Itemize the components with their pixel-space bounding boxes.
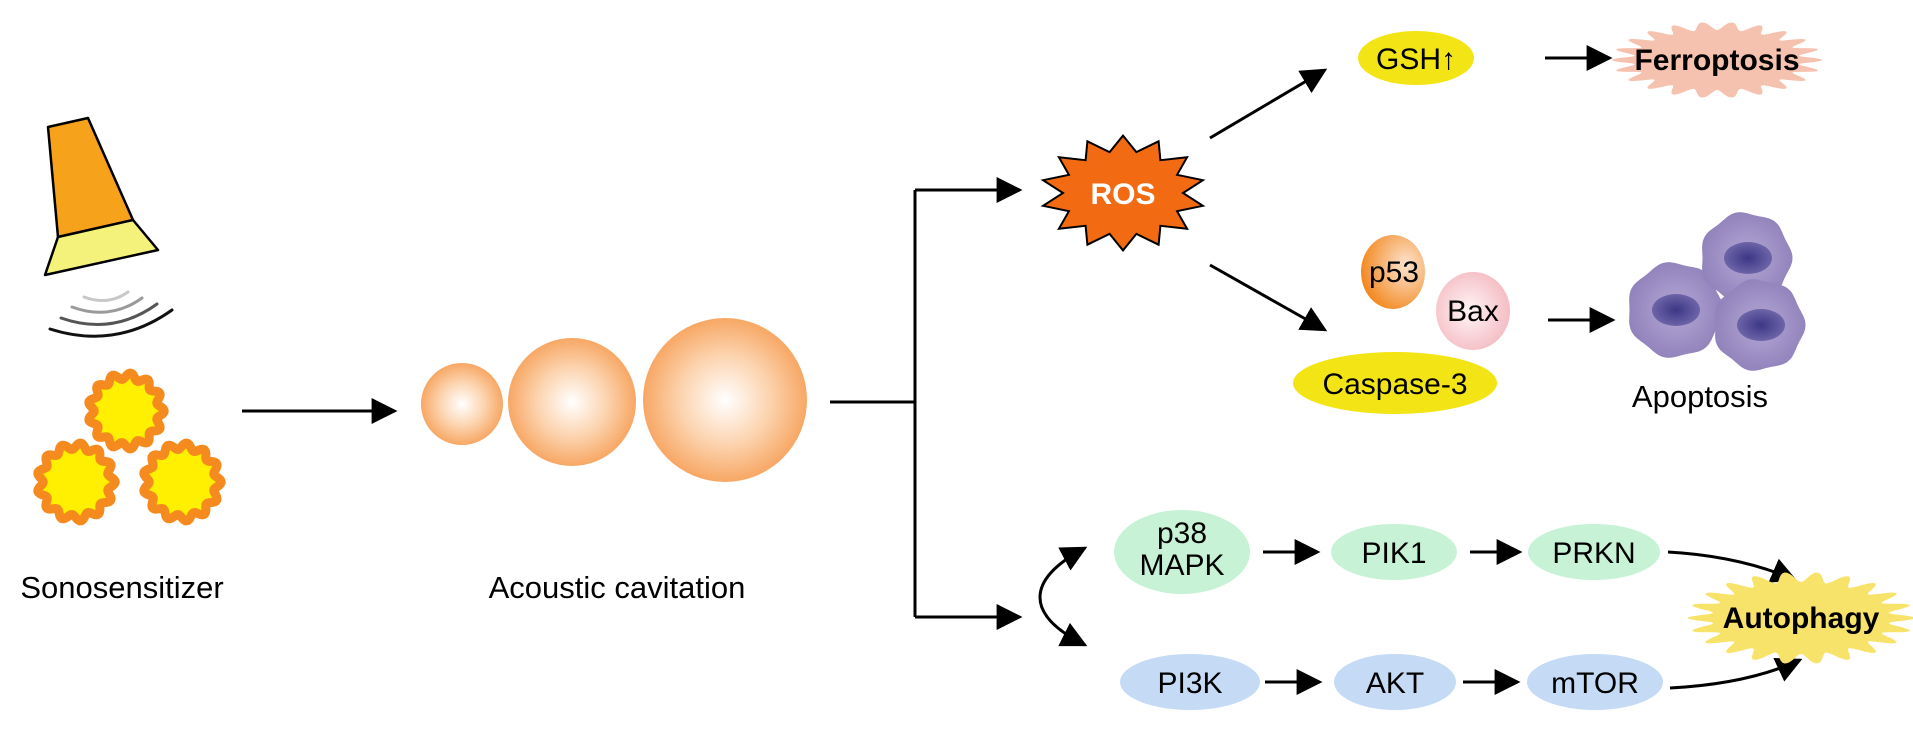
autophagy-node xyxy=(1687,572,1913,664)
sonosensitizer-particle-icon xyxy=(33,438,120,526)
akt-label: AKT xyxy=(1366,667,1424,700)
pi3k-label: PI3K xyxy=(1157,667,1222,700)
ferroptosis-node xyxy=(1611,22,1823,98)
acoustic-cavitation-label: Acoustic cavitation xyxy=(489,570,746,605)
caspase3-node xyxy=(1293,352,1497,414)
gsh-label: GSH↑ xyxy=(1376,43,1456,76)
cavitation-bubble-icon xyxy=(421,363,503,445)
sonosensitizer-particles xyxy=(33,368,226,526)
caspase3-label: Caspase-3 xyxy=(1322,368,1467,401)
arrow-mtor-to-autophagy xyxy=(1669,657,1803,690)
arrow-ros-to-apoptosis-factors xyxy=(1209,263,1328,332)
cavitation-bubble-icon xyxy=(643,318,807,482)
bax-node xyxy=(1436,272,1510,350)
apoptotic-cells xyxy=(1629,212,1806,371)
p38-label: p38 xyxy=(1157,517,1207,550)
ferroptosis-label: Ferroptosis xyxy=(1634,44,1799,77)
prkn-node xyxy=(1528,524,1660,580)
p53-label: p53 xyxy=(1369,256,1419,289)
branch-connector xyxy=(830,177,1023,630)
apoptosis-label: Apoptosis xyxy=(1632,379,1768,414)
cavitation-bubbles xyxy=(421,318,807,482)
sonosensitizer-particle-icon xyxy=(84,368,169,454)
arrow-prkn-to-autophagy xyxy=(1667,550,1798,583)
gsh-node xyxy=(1358,31,1474,85)
pi3k-node xyxy=(1120,654,1260,710)
ros-label: ROS xyxy=(1090,178,1155,211)
ultrasound-probe-icon xyxy=(43,116,160,277)
apoptotic-cell-icon xyxy=(1629,262,1724,358)
ros-burst-icon xyxy=(1040,134,1206,252)
bidirectional-arrow xyxy=(1038,546,1088,647)
sonosensitizer-label: Sonosensitizer xyxy=(20,570,223,605)
bax-label: Bax xyxy=(1447,295,1499,328)
p53-node xyxy=(1361,235,1425,309)
mtor-node xyxy=(1527,654,1663,710)
apoptotic-cell-icon xyxy=(1702,212,1793,304)
autophagy-label: Autophagy xyxy=(1723,602,1880,635)
pik1-label: PIK1 xyxy=(1361,537,1426,570)
sonosensitizer-particle-icon xyxy=(139,438,226,526)
pik1-node xyxy=(1331,524,1457,580)
mapk-label: MAPK xyxy=(1139,549,1224,582)
apoptotic-cell-icon xyxy=(1715,279,1806,371)
akt-node xyxy=(1334,654,1456,710)
arrow-ros-to-gsh xyxy=(1209,68,1328,140)
prkn-label: PRKN xyxy=(1552,537,1635,570)
sound-wave-icon xyxy=(48,290,174,338)
p38-mapk-node xyxy=(1114,510,1250,594)
cavitation-bubble-icon xyxy=(508,338,636,466)
mtor-label: mTOR xyxy=(1551,667,1639,700)
